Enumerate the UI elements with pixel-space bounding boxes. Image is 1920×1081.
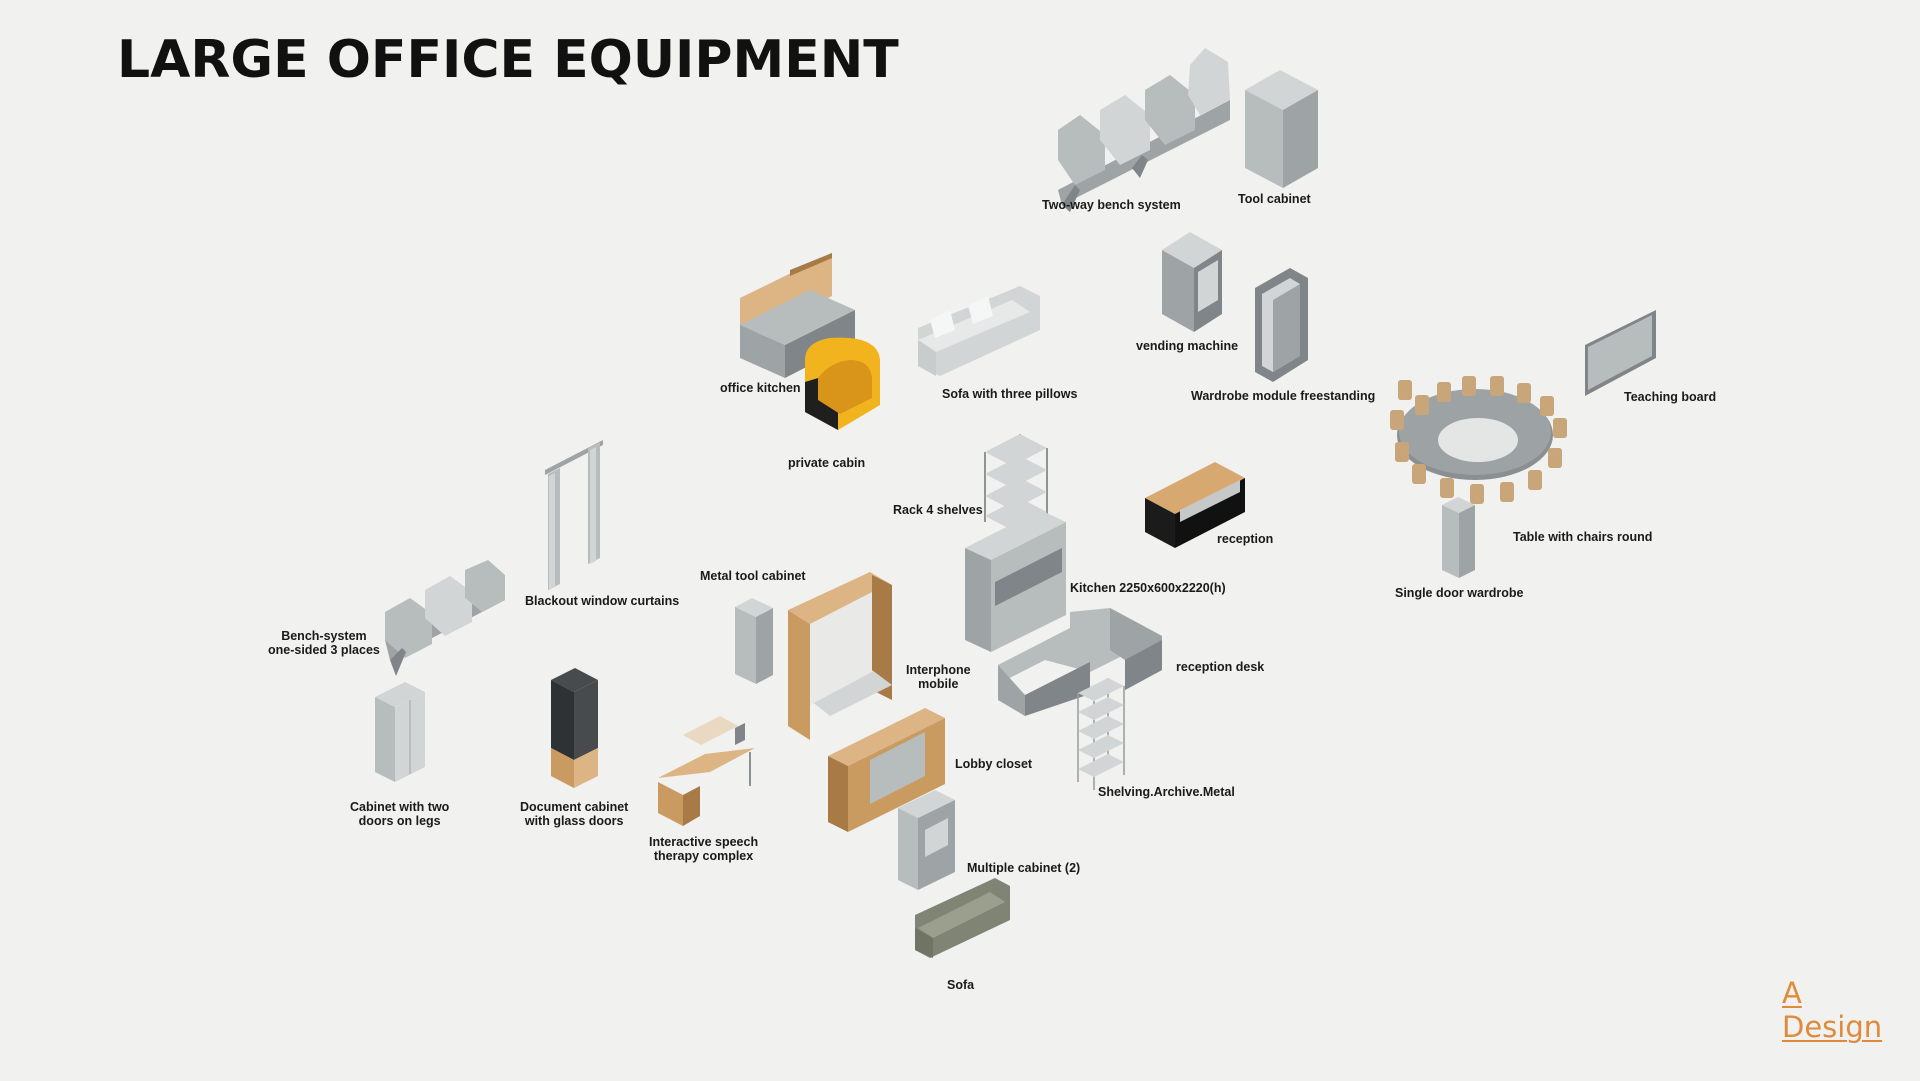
label-office-kitchen: office kitchen: [720, 381, 801, 395]
bench-system-3-places-illustration: [385, 560, 505, 676]
label-metal-tool-cabinet: Metal tool cabinet: [700, 569, 806, 583]
teaching-board-illustration: [1585, 310, 1656, 396]
two-way-bench-system-illustration: [1058, 48, 1230, 212]
logo-line-2: Design: [1782, 1010, 1883, 1044]
label-interphone-mobile: Interphone mobile: [906, 663, 971, 691]
label-wardrobe-module: Wardrobe module freestanding: [1191, 389, 1376, 403]
kitchen-unit-illustration: [965, 510, 1066, 652]
label-blackout-curtains: Blackout window curtains: [525, 594, 680, 608]
label-bench-system: Bench-system one-sided 3 places: [268, 629, 380, 657]
sofa-three-pillows-illustration: [918, 286, 1040, 376]
speech-therapy-complex-illustration: [658, 716, 755, 826]
label-vending-machine: vending machine: [1136, 339, 1239, 353]
blackout-curtains-illustration: [545, 440, 603, 590]
label-single-door-wardrobe: Single door wardrobe: [1395, 586, 1524, 600]
label-cabinet-two-doors: Cabinet with two doors on legs: [350, 800, 450, 828]
brand-logo: A Design: [1782, 976, 1882, 1044]
tool-cabinet-illustration: [1245, 70, 1318, 188]
label-kitchen-dims: Kitchen 2250x600x2220(h): [1070, 581, 1226, 595]
cabinet-two-doors-illustration: [375, 682, 425, 782]
wardrobe-module-illustration: [1255, 268, 1308, 382]
metal-tool-cabinet-illustration: [735, 598, 773, 684]
label-reception: reception: [1217, 532, 1274, 546]
sofa-illustration: [915, 878, 1010, 958]
vending-machine-illustration: [1162, 232, 1222, 332]
reception-desk-illustration: [998, 608, 1162, 716]
label-teaching-board: Teaching board: [1624, 390, 1717, 404]
reception-illustration: [1145, 462, 1245, 548]
label-private-cabin: private cabin: [788, 456, 866, 470]
logo-line-1: A: [1782, 976, 1802, 1010]
label-round-table-chairs: Table with chairs round: [1513, 530, 1653, 544]
label-two-way-bench-system: Two-way bench system: [1042, 198, 1181, 212]
label-document-cabinet: Document cabinet with glass doors: [520, 800, 629, 828]
office-kitchen-illustration: [740, 253, 855, 378]
private-cabin-illustration: [805, 337, 880, 430]
label-sofa: Sofa: [947, 978, 975, 992]
multiple-cabinet-illustration: [898, 790, 955, 890]
label-speech-therapy: Interactive speech therapy complex: [649, 835, 759, 863]
label-tool-cabinet: Tool cabinet: [1238, 192, 1311, 206]
label-sofa-three-pillows: Sofa with three pillows: [942, 387, 1078, 401]
single-door-wardrobe-illustration: [1442, 497, 1475, 578]
label-shelving-archive: Shelving.Archive.Metal: [1098, 785, 1235, 799]
lobby-closet-illustration: [828, 708, 945, 832]
rack-4-shelves-illustration: [984, 434, 1048, 536]
shelving-archive-metal-illustration: [1077, 678, 1125, 790]
label-lobby-closet: Lobby closet: [955, 757, 1033, 771]
interphone-mobile-booth-illustration: [788, 572, 892, 740]
label-multiple-cabinet: Multiple cabinet (2): [967, 861, 1081, 875]
round-table-with-chairs-illustration: [1390, 376, 1567, 504]
label-reception-desk: reception desk: [1176, 660, 1265, 674]
page-title: LARGE OFFICE EQUIPMENT: [117, 30, 899, 90]
document-cabinet-illustration: [551, 668, 598, 788]
label-rack-4-shelves: Rack 4 shelves: [893, 503, 983, 517]
